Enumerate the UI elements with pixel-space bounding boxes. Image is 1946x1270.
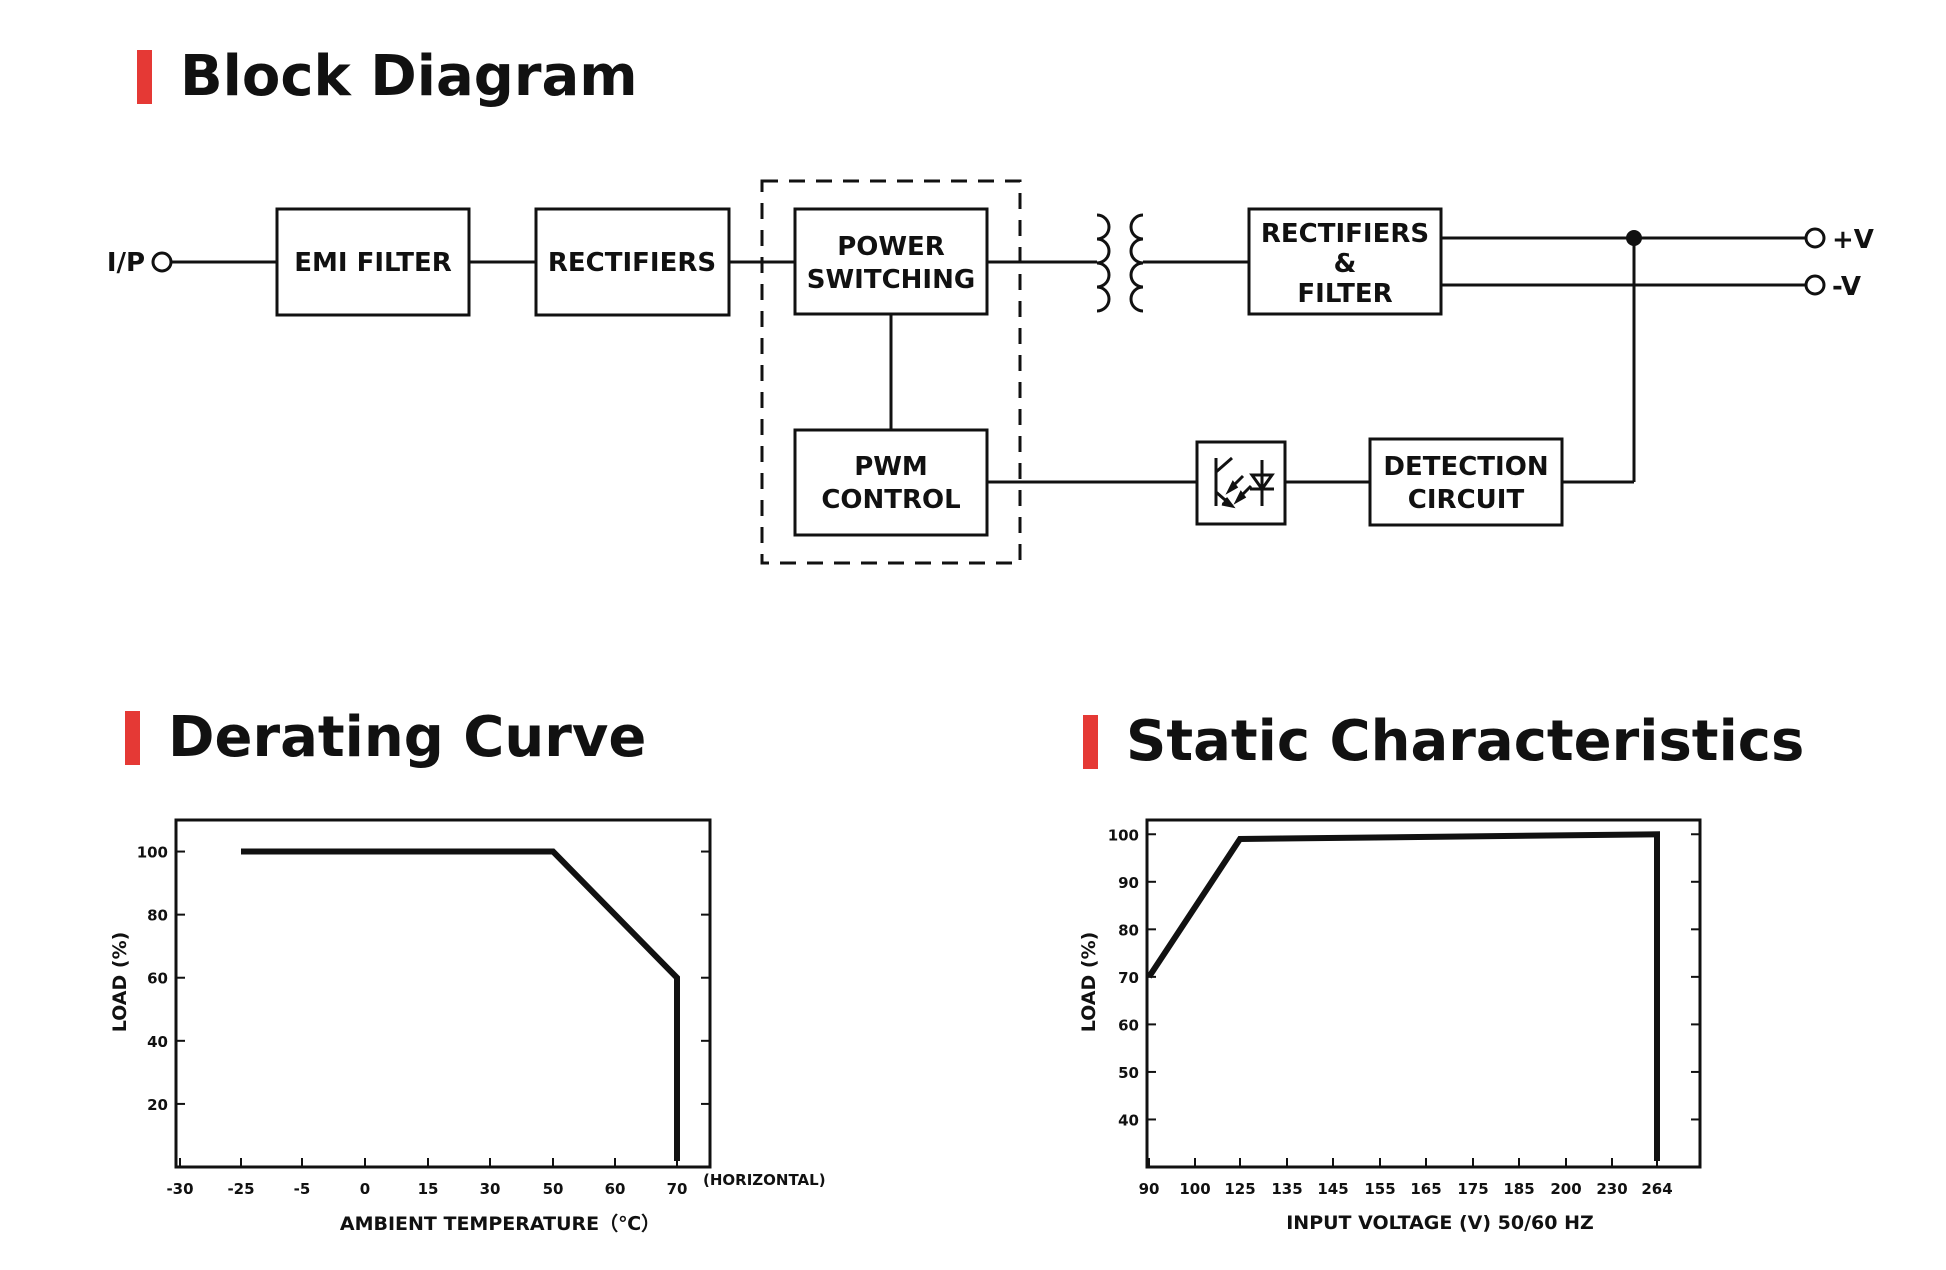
- x-tick-label: 70: [667, 1180, 688, 1198]
- x-tick-label: 155: [1364, 1180, 1395, 1198]
- optocoupler-icon: [1195, 440, 1287, 526]
- x-tick-label: 135: [1271, 1180, 1302, 1198]
- derating-plot-frame: [174, 818, 712, 1169]
- output-negative-terminal: [1804, 274, 1826, 296]
- x-tick-label: 30: [480, 1180, 501, 1198]
- rectifiers-filter-block: [1247, 207, 1443, 316]
- y-tick-label: 90: [1118, 874, 1139, 892]
- x-tick-label: 165: [1410, 1180, 1441, 1198]
- rectifiers-filter-label-line1: RECTIFIERS: [1261, 219, 1429, 249]
- x-tick-label: 100: [1179, 1180, 1210, 1198]
- title-accent-bar: [1083, 714, 1098, 769]
- y-tick-label: 80: [1118, 921, 1139, 939]
- x-tick-label: 60: [605, 1180, 626, 1198]
- x-tick-label: 50: [543, 1180, 564, 1198]
- x-tick-label: -25: [227, 1180, 254, 1198]
- x-tick-label: 264: [1641, 1180, 1672, 1198]
- x-tick-label: 230: [1596, 1180, 1627, 1198]
- static-x-axis-label: INPUT VOLTAGE (V) 50/60 HZ: [1286, 1212, 1594, 1234]
- y-tick-label: 70: [1118, 969, 1139, 987]
- derating-curve-title-text: Derating Curve: [168, 705, 647, 770]
- pwm-control-label-line1: PWM: [854, 452, 928, 482]
- output-positive-label: +V: [1832, 225, 1874, 255]
- control-area-dashed-box: [760, 179, 1022, 565]
- y-tick-label: 40: [147, 1033, 168, 1051]
- x-tick-label: 15: [418, 1180, 439, 1198]
- rectifiers-label: RECTIFIERS: [548, 248, 716, 278]
- series-line: [241, 848, 680, 1161]
- static-characteristics-title-text: Static Characteristics: [1126, 709, 1805, 774]
- static-y-axis-label: LOAD (%): [1078, 932, 1100, 1033]
- input-label: I/P: [107, 248, 145, 278]
- y-tick-label: 80: [147, 907, 168, 925]
- output-positive-terminal: [1804, 227, 1826, 249]
- x-tick-label: -5: [294, 1180, 311, 1198]
- y-tick-label: 60: [1118, 1016, 1139, 1034]
- rectifiers-filter-label-line2: &: [1334, 249, 1357, 279]
- y-tick-label: 40: [1118, 1111, 1139, 1129]
- y-tick-label: 50: [1118, 1064, 1139, 1082]
- y-tick-label: 100: [137, 844, 168, 862]
- block-diagram-title-text: Block Diagram: [180, 44, 638, 109]
- power-switching-label-line2: SWITCHING: [807, 265, 975, 295]
- block-diagram: I/P EMI FILTER RECTIFIERS POWER SWITCHIN…: [107, 179, 1874, 565]
- x-tick-label: -30: [166, 1180, 193, 1198]
- x-tick-label: 145: [1317, 1180, 1348, 1198]
- title-accent-bar: [137, 49, 152, 104]
- static-characteristics-title: Static Characteristics: [1083, 709, 1804, 774]
- x-tick-label: 0: [360, 1180, 370, 1198]
- x-tick-label: 200: [1550, 1180, 1581, 1198]
- x-tick-label: 90: [1139, 1180, 1160, 1198]
- y-tick-label: 100: [1108, 826, 1139, 844]
- input-terminal: [151, 251, 173, 273]
- emi-filter-label: EMI FILTER: [294, 248, 452, 278]
- series-line: [1146, 831, 1660, 1161]
- x-tick-label: 125: [1224, 1180, 1255, 1198]
- x-tick-label: 175: [1457, 1180, 1488, 1198]
- pwm-control-label-line2: CONTROL: [821, 485, 960, 515]
- y-tick-label: 20: [147, 1096, 168, 1114]
- block-diagram-title: Block Diagram: [137, 44, 638, 109]
- y-tick-label: 60: [147, 970, 168, 988]
- x-tick-label: 185: [1503, 1180, 1534, 1198]
- derating-x-axis-label: AMBIENT TEMPERATURE（℃）: [340, 1212, 660, 1235]
- rectifiers-filter-label-line3: FILTER: [1297, 279, 1392, 309]
- detection-circuit-label-line1: DETECTION: [1383, 452, 1548, 482]
- power-switching-label-line1: POWER: [837, 232, 945, 262]
- derating-curve-title: Derating Curve: [125, 705, 646, 770]
- pwm-control-block: [793, 428, 989, 537]
- static-plot-frame: [1145, 818, 1702, 1169]
- derating-x-axis-note: (HORIZONTAL): [703, 1171, 826, 1189]
- output-negative-label: -V: [1832, 272, 1861, 302]
- transformer-icon: [1096, 213, 1144, 313]
- detection-circuit-label-line2: CIRCUIT: [1408, 485, 1525, 515]
- derating-y-axis-label: LOAD (%): [109, 932, 131, 1033]
- title-accent-bar: [125, 710, 140, 765]
